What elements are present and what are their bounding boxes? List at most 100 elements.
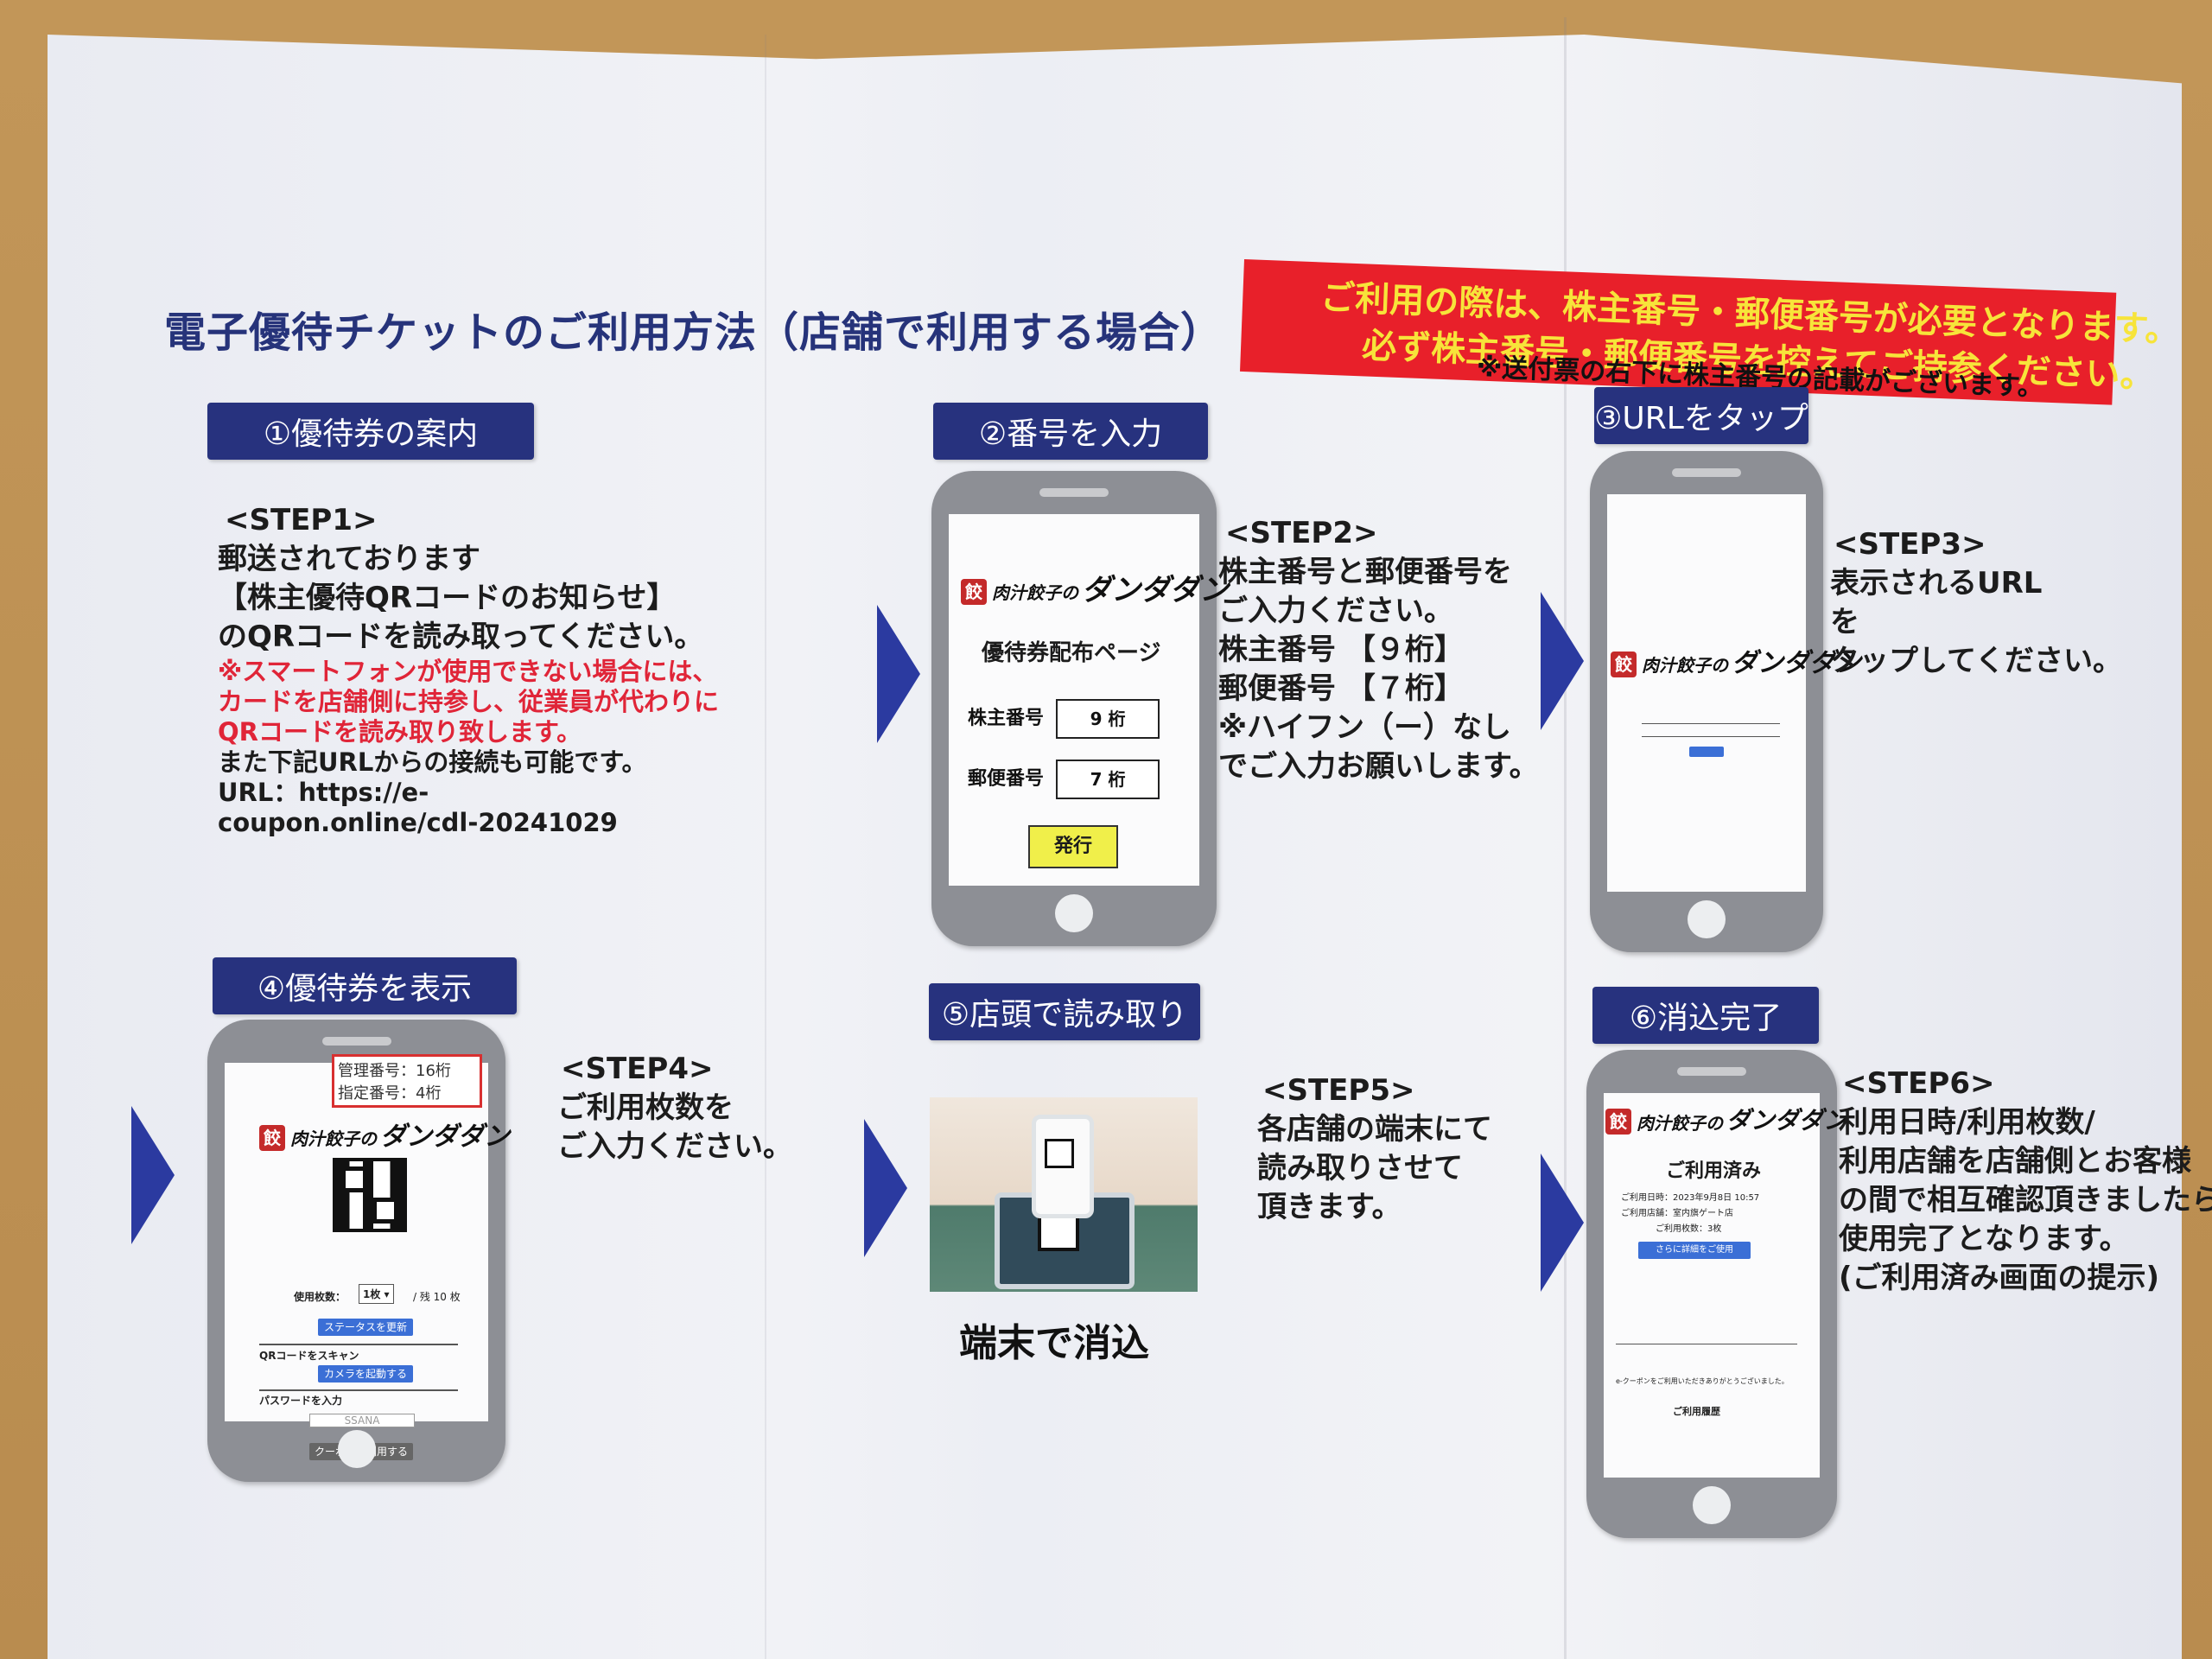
step3-line: タップしてください。 — [1830, 644, 2122, 678]
usage-history-label: ご利用履歴 — [1673, 1406, 1720, 1417]
step2-line: 郵便番号 【７桁】 — [1218, 671, 1464, 706]
step4-line: ご利用枚数を — [557, 1090, 734, 1125]
step1-line: のQRコードを読み取ってください。 — [218, 620, 704, 654]
step3-text: <STEP3> 表示されるURL を タップしてください。 — [1830, 525, 2122, 681]
phone-speaker — [1677, 1067, 1746, 1076]
step2-text: <STEP2> 株主番号と郵便番号を ご入力ください。 株主番号 【９桁】 郵便… — [1218, 514, 1539, 786]
phone-screen: 餃肉汁餃子のダンダダン ご利用済み ご利用日時：2023年9月8日 10:57 … — [1604, 1093, 1847, 1478]
shareholder-no-row: 株主番号 9 桁 — [968, 699, 1160, 739]
divider — [259, 1389, 458, 1391]
tab-step4: ④優待券を表示 — [213, 957, 517, 1014]
step1-line: 【株主優待QRコードのお知らせ】 — [218, 581, 677, 615]
step5-caption: 端末で消込 — [959, 1321, 1149, 1365]
details-button[interactable]: さらに詳細をご使用 — [1638, 1242, 1751, 1259]
issue-button[interactable]: 発行 — [1028, 825, 1118, 868]
step6-line: 使用完了となります。 — [1839, 1222, 2129, 1256]
step1-text: <STEP1> 郵送されております 【株主優待QRコードのお知らせ】 のQRコー… — [218, 501, 719, 838]
tab-step6: ⑥消込完了 — [1592, 987, 1819, 1044]
divider — [1642, 736, 1780, 737]
arrow-right-icon — [131, 1106, 175, 1244]
shareholder-no-label: 株主番号 — [968, 708, 1045, 729]
tab-step1: ①優待券の案内 — [207, 403, 534, 460]
step2-line: でご入力お願いします。 — [1218, 749, 1539, 784]
step2-line: ※ハイフン（ー）なし — [1218, 710, 1512, 745]
step5-heading: <STEP5> — [1262, 1073, 1415, 1108]
phone-home-button — [1693, 1486, 1731, 1524]
tab-step2: ②番号を入力 — [933, 403, 1208, 460]
ticket-numbers-box: 管理番号：16桁 指定番号：4桁 — [332, 1054, 482, 1108]
phone-speaker — [321, 1037, 391, 1046]
arrow-right-icon — [1541, 1154, 1584, 1292]
step3-heading: <STEP3> — [1834, 527, 1986, 562]
fold-line — [1564, 17, 1567, 1659]
brand-logo: 餃肉汁餃子のダンダダン — [1605, 1102, 1847, 1136]
postal-code-row: 郵便番号 7 桁 — [968, 760, 1160, 799]
used-status: ご利用済み — [1666, 1160, 1762, 1182]
postal-code-field[interactable]: 7 桁 — [1056, 760, 1160, 799]
url-link-icon[interactable] — [1689, 747, 1724, 757]
update-status-button[interactable]: ステータスを更新 — [318, 1319, 413, 1336]
phone-speaker — [1672, 468, 1741, 477]
tab-step3: ③URLをタップ — [1594, 387, 1808, 444]
step6-line: (ご利用済み画面の提示) — [1839, 1261, 2160, 1295]
step5-line: 各店舗の端末にて — [1257, 1112, 1492, 1147]
phone-home-button — [1055, 894, 1093, 932]
qr-code-icon — [333, 1158, 407, 1232]
brand-logo: 餃肉汁餃子のダンダダン — [961, 566, 1229, 608]
step1-heading: <STEP1> — [225, 503, 378, 537]
remaining-count: / 残 10 枚 — [413, 1291, 461, 1303]
phone-home-button — [337, 1430, 376, 1468]
step4-text: <STEP4> ご利用枚数を ご入力ください。 — [557, 1050, 792, 1166]
step6-line: 利用店舗を店舗側とお客様 — [1839, 1144, 2191, 1179]
tab-step5: ⑤店頭で読み取り — [929, 983, 1200, 1040]
usage-datetime: ご利用日時：2023年9月8日 10:57 — [1621, 1193, 1760, 1203]
step4-heading: <STEP4> — [561, 1052, 714, 1086]
phone-speaker — [1039, 488, 1109, 497]
scanning-photo — [930, 1097, 1198, 1292]
launch-camera-button[interactable]: カメラを起動する — [318, 1365, 413, 1382]
step1-url: coupon.online/cdl-20241029 — [218, 808, 618, 837]
phone-mockup-step6: 餃肉汁餃子のダンダダン ご利用済み ご利用日時：2023年9月8日 10:57 … — [1586, 1050, 1847, 1538]
divider — [259, 1344, 458, 1345]
brand-logo: 餃肉汁餃子のダンダダン — [259, 1115, 510, 1153]
step6-text: <STEP6> 利用日時/利用枚数/ 利用店舗を店舗側とお客様 の間で相互確認頂… — [1839, 1065, 2212, 1298]
usage-count-select[interactable]: 1枚 ▾ — [359, 1284, 394, 1304]
usage-count: ご利用枚数：3枚 — [1656, 1224, 1722, 1234]
step1-extra: また下記URLからの接続も可能です。 — [218, 747, 647, 777]
phone-screen: 餃肉汁餃子のダンダダン 優待券配布ページ 株主番号 9 桁 郵便番号 7 桁 発行 — [949, 514, 1229, 886]
step5-line: 読み取りさせて — [1257, 1151, 1463, 1185]
management-number: 管理番号：16桁 — [338, 1062, 451, 1080]
qr-scan-label: QRコードをスキャン — [259, 1350, 359, 1362]
phone-home-button — [1688, 900, 1726, 938]
step5-line: 頂きます。 — [1257, 1190, 1402, 1224]
usage-store: ご利用店舗：室内旗ゲート店 — [1621, 1209, 1733, 1218]
phone-mockup-step2: 餃肉汁餃子のダンダダン 優待券配布ページ 株主番号 9 桁 郵便番号 7 桁 発行 — [931, 471, 1229, 946]
divider — [1642, 723, 1780, 724]
phone-mockup-step3: 餃肉汁餃子のダンダダン — [1590, 451, 1861, 952]
step2-line: 株主番号と郵便番号を — [1218, 555, 1512, 589]
step3-line: 表示されるURL — [1830, 566, 2043, 601]
shareholder-no-field[interactable]: 9 桁 — [1056, 699, 1160, 739]
arrow-right-icon — [877, 605, 920, 743]
step5-text: <STEP5> 各店舗の端末にて 読み取りさせて 頂きます。 — [1257, 1071, 1492, 1227]
phone-mockup-step4: 管理番号：16桁 指定番号：4桁 餃肉汁餃子のダンダダン 使用枚数： 1枚 ▾ … — [207, 1020, 510, 1482]
qr-code-icon — [1045, 1139, 1074, 1168]
thanks-message: e-クーポンをご利用いただきありがとうございました。 — [1616, 1377, 1789, 1385]
arrow-right-icon — [864, 1119, 907, 1257]
step1-warning: ※スマートフォンが使用できない場合には、 — [218, 657, 718, 686]
usage-count-label: 使用枚数： — [294, 1291, 346, 1303]
brand-logo: 餃肉汁餃子のダンダダン — [1611, 641, 1861, 679]
step2-line: ご入力ください。 — [1218, 594, 1453, 628]
fold-line — [765, 35, 766, 1659]
password-label: パスワードを入力 — [259, 1395, 343, 1407]
phone-screen: 餃肉汁餃子のダンダダン — [1607, 494, 1861, 892]
postal-code-label: 郵便番号 — [968, 768, 1045, 790]
coupon-page-title: 優待券配布ページ — [982, 640, 1161, 666]
page-title: 電子優待チケットのご利用方法（店舗で利用する場合） — [164, 308, 1224, 357]
step4-line: ご入力ください。 — [557, 1129, 792, 1164]
step1-warning: QRコードを読み取り致します。 — [218, 717, 582, 747]
password-input[interactable]: SSANA — [309, 1414, 415, 1427]
step6-line: の間で相互確認頂きましたら — [1839, 1183, 2212, 1217]
step2-heading: <STEP2> — [1225, 516, 1378, 550]
